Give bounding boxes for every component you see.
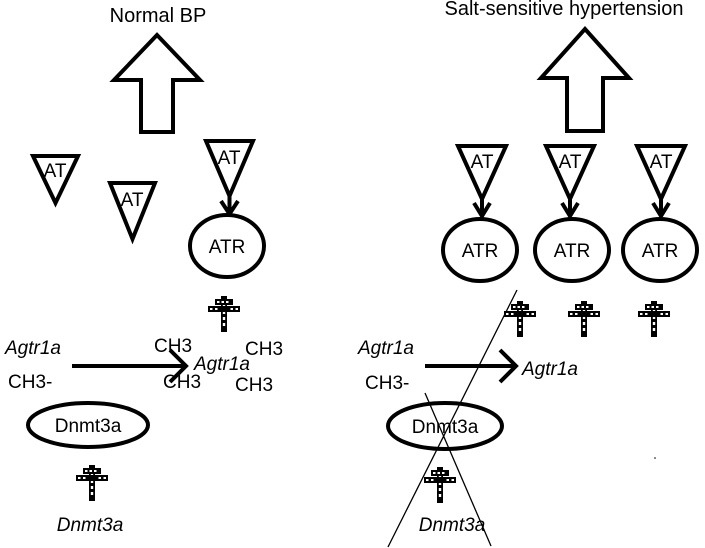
dashed-cross-arrow-icon xyxy=(568,301,600,337)
atr-label: ATR xyxy=(642,241,679,262)
chevron-down-icon xyxy=(472,201,492,220)
atr-label: ATR xyxy=(209,237,246,258)
at-label: AT xyxy=(44,161,67,182)
gene-label: Agtr1a xyxy=(357,338,414,359)
ellipse-receptor-icon xyxy=(441,217,519,283)
inverted-triangle-icon xyxy=(107,181,158,245)
at-label: AT xyxy=(559,152,582,173)
methylated-gene-label: Agtr1a xyxy=(193,354,250,375)
strike-through-line xyxy=(387,289,518,548)
left-panel-title: Normal BP xyxy=(110,5,207,27)
stray-dot xyxy=(654,457,656,459)
ch3-prefix: CH3- xyxy=(365,373,409,394)
right-arrow-icon xyxy=(425,348,519,384)
at-atr-unit: AT ATR xyxy=(621,144,699,283)
ellipse-receptor-icon xyxy=(621,217,699,283)
hollow-up-arrow-icon xyxy=(109,32,205,134)
ellipse-receptor-icon xyxy=(533,217,611,283)
dashed-cross-arrow-icon xyxy=(638,301,670,337)
ch3-group: CH3 xyxy=(163,372,201,393)
chevron-down-icon xyxy=(651,201,671,220)
ch3-prefix: CH3- xyxy=(8,372,52,393)
dashed-cross-arrow-icon xyxy=(208,296,240,332)
enzyme-label: Dnmt3a xyxy=(55,416,122,437)
inverted-triangle-icon xyxy=(454,144,510,204)
expressed-gene-label: Agtr1a xyxy=(521,359,578,380)
inverted-triangle-icon xyxy=(29,154,82,208)
atr-label: ATR xyxy=(462,241,499,262)
chevron-down-icon xyxy=(560,201,580,220)
gene-label: Agtr1a xyxy=(4,338,61,359)
at-label: AT xyxy=(121,190,144,211)
ellipse-receptor-icon xyxy=(188,213,266,279)
dashed-cross-arrow-icon xyxy=(424,467,456,503)
dashed-cross-arrow-icon xyxy=(76,465,108,501)
inverted-triangle-icon xyxy=(542,144,598,204)
at-label: AT xyxy=(471,152,494,173)
enzyme-ellipse xyxy=(26,401,150,449)
left-panel: Normal BP AT AT AT ATR Agtr1a CH3- CH3 C… xyxy=(4,5,283,536)
enzyme-gene-label: Dnmt3a xyxy=(57,515,124,536)
enzyme-gene-label: Dnmt3a xyxy=(419,515,486,536)
inverted-triangle-icon xyxy=(202,139,257,202)
right-panel: Salt-sensitive hypertension AT ATR AT AT… xyxy=(357,0,699,548)
hollow-up-arrow-icon xyxy=(536,26,634,133)
at-atr-unit: AT ATR xyxy=(441,144,519,283)
inverted-triangle-icon xyxy=(633,144,689,204)
ch3-group: CH3 xyxy=(235,375,273,396)
at-label: AT xyxy=(218,148,241,169)
atr-label: ATR xyxy=(554,241,591,262)
ch3-group: CH3 xyxy=(245,339,283,360)
right-panel-title: Salt-sensitive hypertension xyxy=(444,0,683,20)
strike-through-line xyxy=(424,392,492,547)
enzyme-ellipse xyxy=(386,401,504,451)
ch3-group: CH3 xyxy=(154,336,192,357)
at-label: AT xyxy=(650,152,673,173)
enzyme-label: Dnmt3a xyxy=(412,417,479,438)
at-atr-unit: AT ATR xyxy=(533,144,611,283)
right-arrow-icon xyxy=(72,348,189,384)
